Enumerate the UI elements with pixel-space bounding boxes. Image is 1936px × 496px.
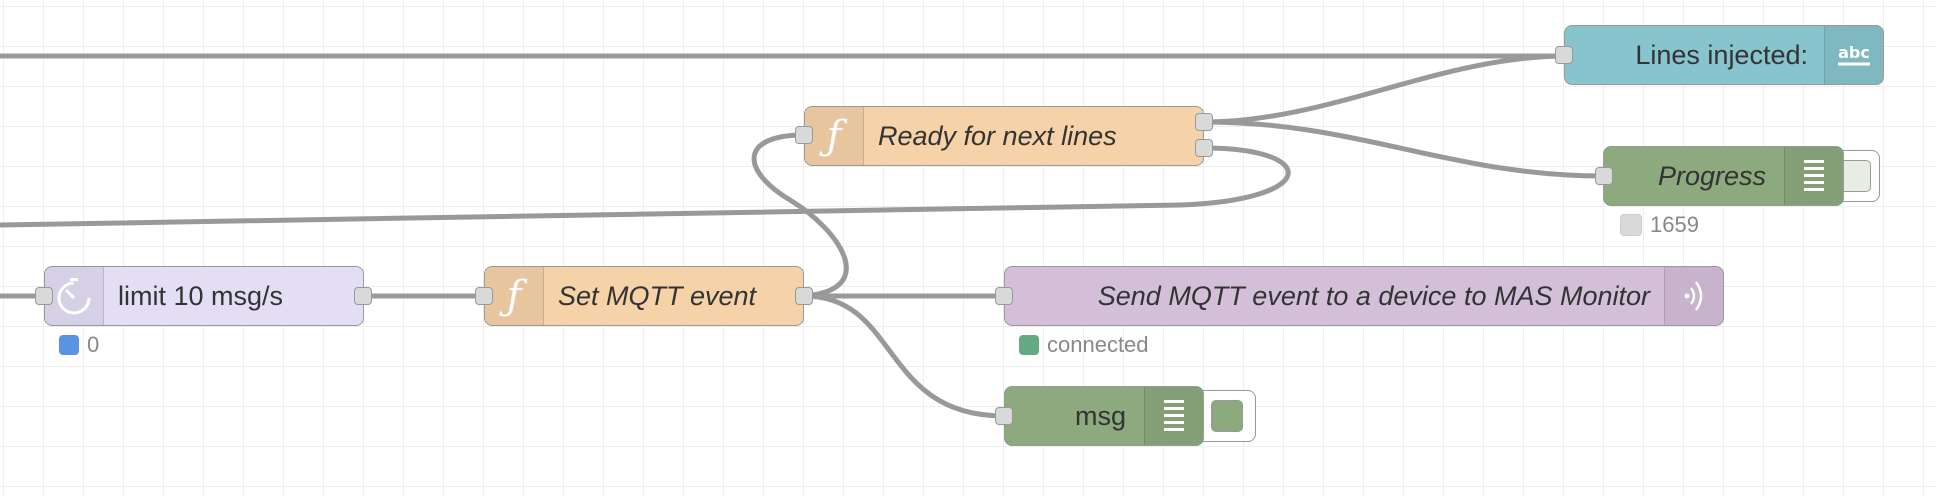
svg-text:abc: abc [1838,43,1870,62]
set-mqtt-event-label: Set MQTT event [558,280,757,311]
function-icon: ƒ [485,267,544,325]
wire-ready-loop-left [0,145,1291,228]
function-icon: ƒ [805,107,864,165]
send-mqtt-status-dot [1019,335,1039,355]
progress-status-dot [1620,214,1642,236]
msg-debug-toggle[interactable] [1196,390,1256,442]
msg-label: msg [1074,400,1126,431]
send-mqtt-event-node[interactable]: Send MQTT event to a device to MAS Monit… [1004,266,1724,326]
limit-status: 0 [59,332,99,358]
set-mqtt-event-node[interactable]: ƒ Set MQTT event [484,266,804,326]
ready-output-port-2[interactable] [1195,139,1213,157]
ready-output-port-1[interactable] [1195,113,1213,131]
wire-set-mqtt-to-msg [801,293,1007,419]
send-mqtt-input-port[interactable] [995,287,1013,305]
progress-input-port[interactable] [1595,167,1613,185]
msg-input-port[interactable] [995,407,1013,425]
lines-injected-node[interactable]: Lines injected: abc [1564,25,1884,85]
ready-input-port[interactable] [795,126,813,144]
debug-list-icon [1144,387,1203,445]
send-mqtt-status: connected [1019,332,1149,358]
limit-input-port[interactable] [35,287,53,305]
limit-node[interactable]: limit 10 msg/s [44,266,364,326]
lines-injected-label: Lines injected: [1635,39,1808,70]
wire-ready-to-lines-injected [1201,53,1569,125]
progress-label: Progress [1657,160,1766,191]
wire-ready-to-progress [1201,119,1607,179]
timer-icon [45,267,104,325]
limit-output-port[interactable] [354,287,372,305]
progress-node[interactable]: Progress [1603,146,1844,206]
send-mqtt-event-label: Send MQTT event to a device to MAS Monit… [1097,280,1650,311]
set-mqtt-input-port[interactable] [475,287,493,305]
text-abc-icon: abc [1824,26,1883,84]
wire-set-mqtt-to-ready [751,132,849,299]
msg-node[interactable]: msg [1004,386,1204,446]
progress-status: 1659 [1620,212,1699,238]
send-mqtt-status-text: connected [1047,332,1149,357]
limit-label: limit 10 msg/s [118,280,284,311]
lines-injected-input-port[interactable] [1555,46,1573,64]
ready-for-next-lines-node[interactable]: ƒ Ready for next lines [804,106,1204,166]
debug-list-icon [1784,147,1843,205]
set-mqtt-output-port[interactable] [795,287,813,305]
progress-status-text: 1659 [1650,212,1699,237]
limit-status-text: 0 [87,332,100,357]
limit-status-dot [59,335,79,355]
ready-for-next-lines-label: Ready for next lines [878,120,1117,151]
mqtt-wave-icon [1664,267,1723,325]
